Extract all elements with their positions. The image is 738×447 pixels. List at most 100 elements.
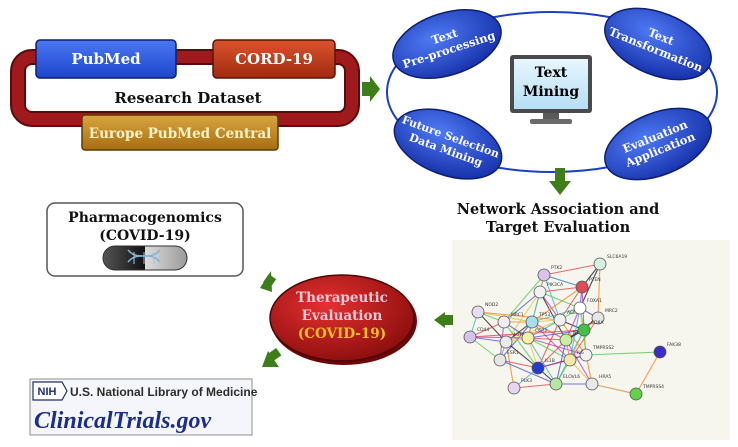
network-node-label: CCR2 (535, 328, 547, 334)
pharmacogenomics-box: Pharmacogenomics (COVID-19) (46, 202, 244, 277)
network-edge (559, 286, 583, 321)
network-edge (503, 321, 539, 369)
network-node (573, 301, 587, 315)
therapeutic-line3: (COVID-19) (298, 326, 386, 342)
network-node-label: CD44 (477, 327, 489, 333)
pubmed-label: PubMed (71, 50, 141, 68)
network-node-label: MRC2 (605, 308, 618, 314)
node-transformation: Text Transformation (604, 7, 712, 81)
network-node-label: TMPRSS2 (592, 345, 614, 351)
network-node-label: HRA5 (599, 374, 611, 380)
arrow-to-clinicaltrials-tail (268, 348, 282, 362)
node-pre-processing: Text Pre-processing (392, 9, 502, 79)
network-node-label: PLK3 (521, 378, 532, 384)
network-node-label: IL6 (577, 350, 584, 356)
pharmaco-frame (46, 202, 244, 277)
network-node (559, 333, 573, 347)
network-edge (585, 351, 661, 356)
network-edge (597, 263, 601, 319)
arrow-to-therapeutic-tail (444, 315, 453, 325)
network-node-label: SLC6A19 (607, 254, 627, 260)
arrow-to-pharmaco-tail (263, 274, 277, 288)
arrow-to-clinicaltrials (262, 351, 279, 367)
network-node (531, 361, 545, 375)
network-node (591, 311, 605, 325)
network-edge (569, 317, 599, 361)
network-node-label: PIK3CA (547, 282, 564, 288)
monitor-screen (514, 59, 588, 109)
nih-badge (32, 381, 68, 401)
network-node-label: NOD2 (485, 302, 498, 308)
network-node (521, 331, 535, 345)
network-edge (499, 359, 557, 385)
network-edge (469, 336, 529, 339)
network-node (593, 257, 607, 271)
clinicaltrials-site: ClinicalTrials.gov (34, 408, 211, 434)
network-node (499, 335, 513, 349)
network-edge (505, 341, 539, 369)
network-edge (635, 351, 661, 395)
cord19-label: CORD-19 (235, 50, 313, 68)
network-node-label: ESR1 (507, 350, 519, 356)
capsule-icon (102, 245, 188, 271)
network-node (463, 330, 477, 344)
network-edge (565, 339, 593, 385)
network-panel (452, 240, 730, 440)
network-edge (543, 274, 561, 321)
clinicaltrials-frame (29, 378, 253, 436)
nlm-name: U.S. National Library of Medicine (70, 385, 258, 399)
europe-pmc-label: Europe PubMed Central (89, 126, 271, 142)
network-node (579, 348, 593, 362)
research-dataset-caption: Research Dataset (114, 89, 261, 107)
research-dataset-group: PubMed CORD-19 Research Dataset Europe P… (10, 39, 360, 151)
network-edge (527, 329, 585, 339)
text-mining-title-line1: Text (535, 65, 568, 81)
network-node (507, 381, 521, 395)
network-node (497, 315, 511, 329)
network-node (553, 313, 567, 327)
network-edge (543, 274, 583, 288)
network-node-label: MRC1 (511, 312, 524, 318)
node-evaluation-application: Evaluation Application (604, 107, 712, 181)
network-node (585, 377, 599, 391)
network-node (653, 345, 667, 359)
network-node (563, 353, 577, 367)
network-edge (505, 319, 561, 343)
network-node-label: CD8A (591, 320, 604, 326)
network-node-label: ACE2 (567, 310, 579, 316)
network-edge (579, 263, 601, 309)
network-node (577, 323, 591, 337)
network-title-line1: Network Association and (457, 201, 660, 218)
network-node-label: PTEN (589, 277, 601, 283)
network-edge (513, 383, 557, 389)
network-edge (531, 286, 583, 323)
text-mining-title-line2: Mining (523, 84, 579, 100)
network-edge (505, 341, 515, 389)
arrow-to-network (549, 168, 571, 195)
network-edge (531, 307, 581, 323)
network-node (493, 353, 507, 367)
node-feature-selection: Future Selection Data Mining (393, 108, 503, 180)
network-edge (499, 321, 533, 361)
network-node-label: IL1B (545, 358, 555, 364)
network-edge (591, 383, 637, 395)
therapeutic-evaluation: Therapeutic Evaluation (COVID-19) (269, 274, 417, 365)
network-node-label: TMPRSS4 (642, 384, 664, 390)
network-edge (527, 337, 587, 356)
clinicaltrials-logo: NIH U.S. National Library of Medicine Cl… (29, 378, 258, 436)
network-edge (477, 311, 561, 321)
network-node-label: ELOVL6 (563, 374, 580, 380)
network-node (471, 305, 485, 319)
network-edge (503, 291, 541, 323)
network-node-label: PTK2 (551, 265, 562, 271)
network-edge (559, 319, 587, 356)
text-mining-cycle: Text Mining Text Pre-processing Text Tra… (386, 7, 718, 181)
nih-label: NIH (38, 386, 57, 398)
network-edge (503, 274, 545, 323)
therapeutic-line1: Therapeutic (296, 290, 388, 306)
monitor-base (530, 119, 572, 124)
pubmed-box (35, 39, 177, 79)
